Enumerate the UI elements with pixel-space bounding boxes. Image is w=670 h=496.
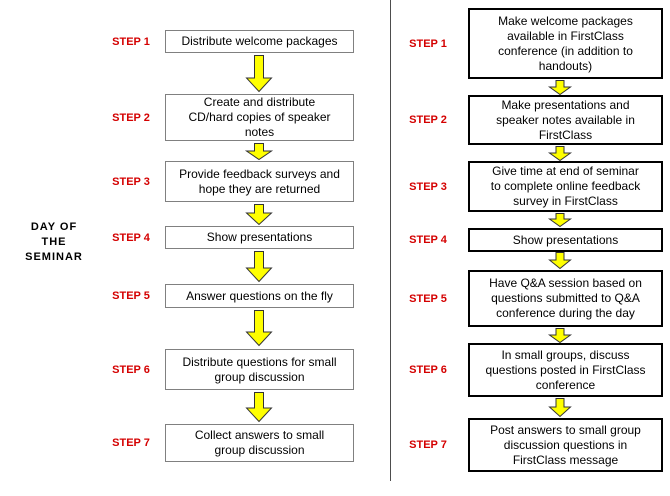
step-label-right-4: STEP 4 [409,234,447,246]
step-label-right-5: STEP 5 [409,292,447,305]
step-label-right-6: STEP 6 [409,364,447,376]
day-of-seminar-line-2: THE [41,236,67,248]
step-box-right-6: In small groups, discuss questions poste… [468,343,663,397]
step-label-left-5: STEP 5 [112,290,150,302]
step-box-left-1: Distribute welcome packages [165,30,354,53]
day-of-seminar-label: DAY OF THE SEMINAR [10,220,98,265]
step-box-right-1: Make welcome packages available in First… [468,8,663,79]
step-label-right-3: STEP 3 [409,180,447,193]
flow-arrow-down-icon [245,204,273,226]
step-box-right-5: Have Q&A session based on questions subm… [468,270,663,327]
day-of-seminar-line-1: DAY OF [30,221,78,233]
step-label-left-1: STEP 1 [112,35,150,48]
flow-arrow-down-icon [548,252,572,270]
step-box-left-3: Provide feedback surveys and hope they a… [165,161,354,202]
flow-arrow-down-icon [245,55,273,93]
flow-arrow-down-icon [547,146,573,162]
step-label-right-1: STEP 1 [409,37,447,50]
flow-arrow-down-icon [547,328,573,344]
flow-arrow-down-icon [245,392,273,423]
step-box-left-7: Collect answers to small group discussio… [165,424,354,462]
flow-arrow-down-icon [547,80,573,96]
flow-arrow-down-icon [548,398,572,418]
flow-arrow-down-icon [245,310,273,347]
step-box-left-5: Answer questions on the fly [165,284,354,308]
flow-arrow-down-icon [245,251,273,283]
step-box-left-4: Show presentations [165,226,354,249]
day-of-seminar-line-3: SEMINAR [25,251,83,263]
step-box-right-4: Show presentations [468,228,663,252]
flow-arrow-down-icon [244,143,274,161]
step-label-left-3: STEP 3 [112,175,150,188]
step-box-right-2: Make presentations and speaker notes ava… [468,95,663,145]
step-label-left-7: STEP 7 [112,437,150,449]
column-divider-line [390,0,391,481]
step-box-right-3: Give time at end of seminar to complete … [468,161,663,212]
step-label-right-7: STEP 7 [409,439,447,451]
step-box-left-6: Distribute questions for small group dis… [165,349,354,390]
step-box-right-7: Post answers to small group discussion q… [468,418,663,472]
step-label-left-2: STEP 2 [112,111,150,124]
step-label-left-6: STEP 6 [112,363,150,376]
step-box-left-2: Create and distribute CD/hard copies of … [165,94,354,141]
step-label-left-4: STEP 4 [112,231,150,244]
flow-arrow-down-icon [547,213,573,228]
step-label-right-2: STEP 2 [409,114,447,126]
